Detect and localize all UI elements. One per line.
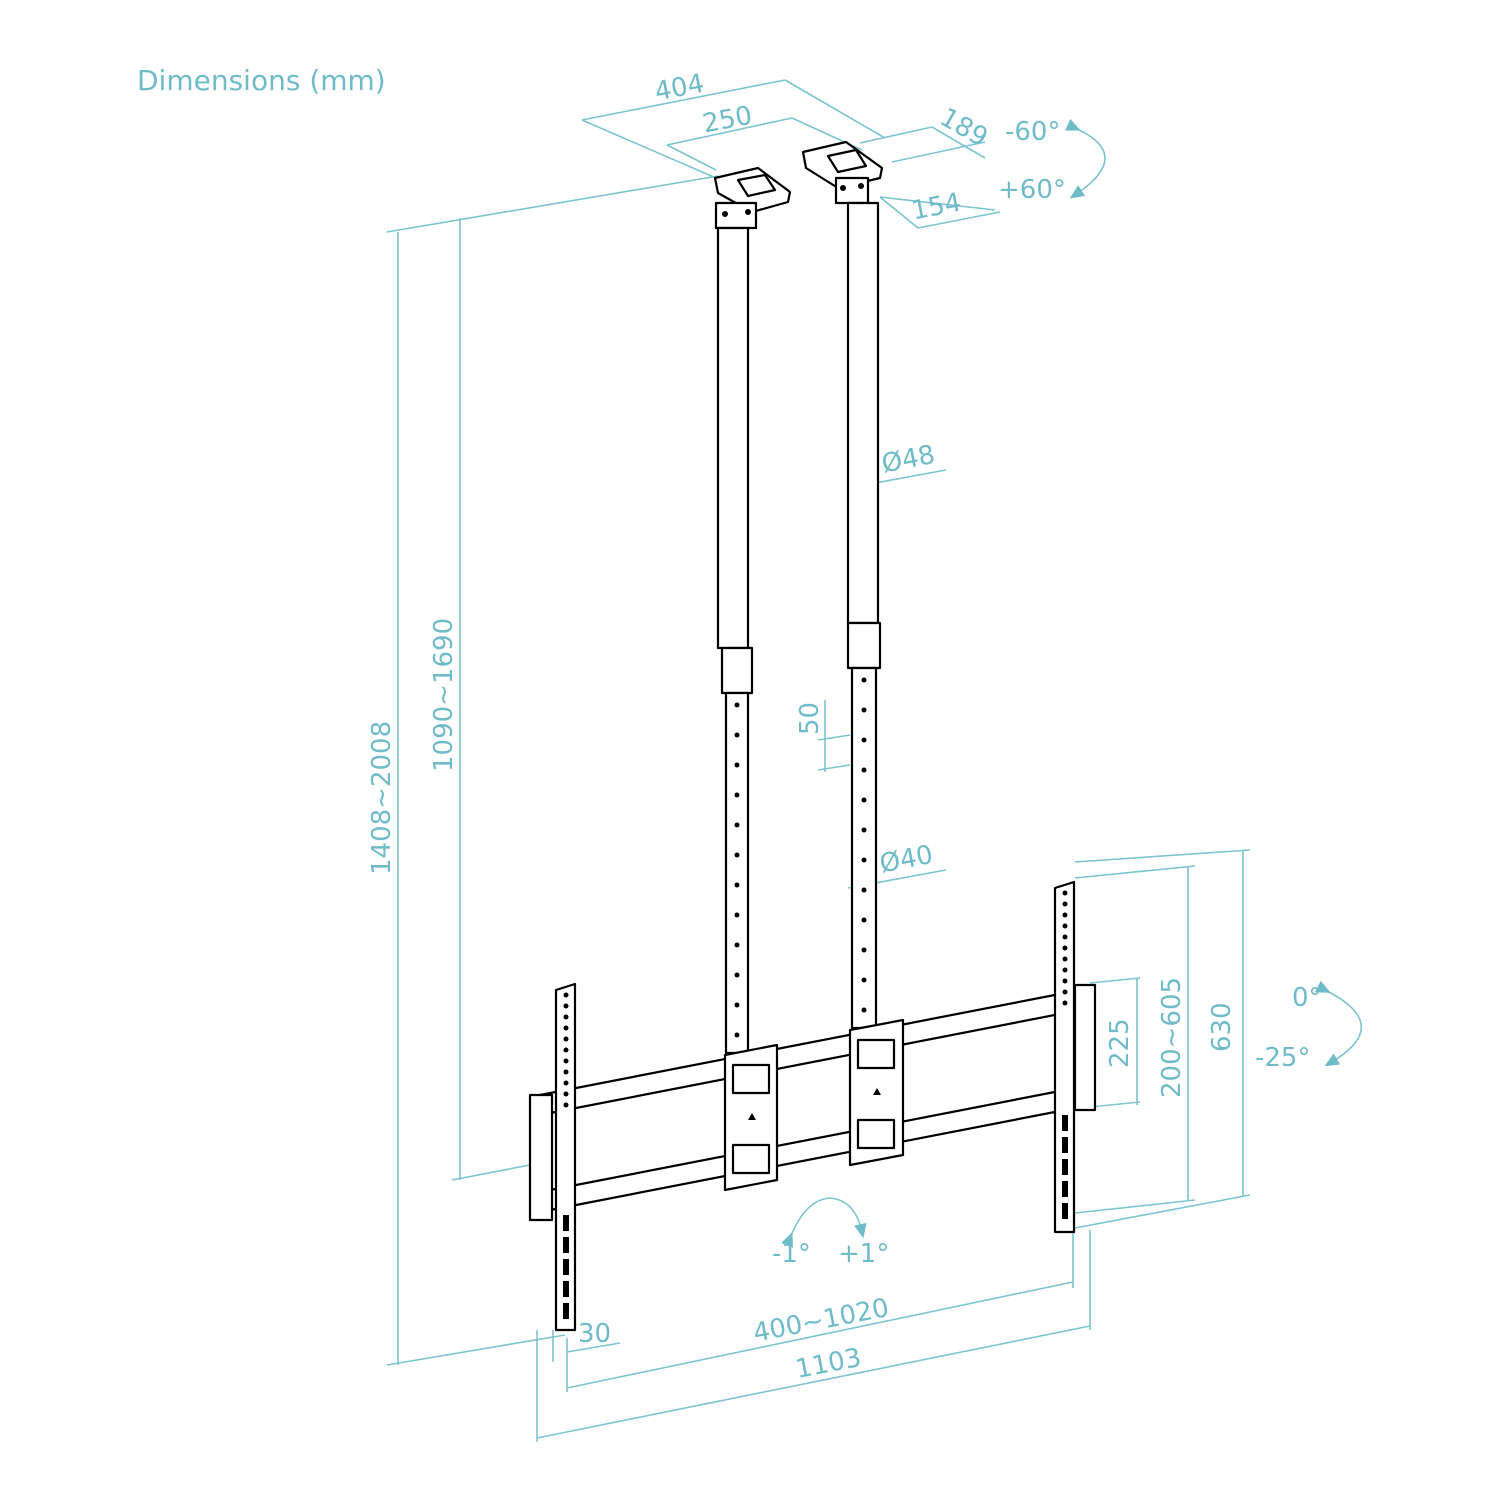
horizontal-rails — [538, 991, 1067, 1214]
label-arm-height: 630 — [1207, 1002, 1237, 1052]
label-swivel-neg: -60° — [1005, 117, 1060, 147]
pole-hole — [734, 792, 740, 798]
bracket-hole — [563, 1047, 569, 1053]
pole-hole — [861, 827, 867, 833]
pole-hole — [734, 942, 740, 948]
pole-hole — [861, 947, 867, 953]
bracket-hole — [563, 992, 569, 998]
pole-hole — [734, 1032, 740, 1038]
bracket-hole — [563, 1014, 569, 1020]
pole-hole — [861, 857, 867, 863]
pole-hole — [734, 762, 740, 768]
dimension-labels: 404 250 189 154 -60° +60° Ø48 Ø40 50 140… — [367, 69, 1322, 1385]
bracket-hole — [1062, 890, 1068, 896]
pole-hole — [734, 912, 740, 918]
pole-hole — [734, 732, 740, 738]
bracket-slot — [563, 1237, 569, 1253]
label-arm-spacing: 225 — [1105, 1018, 1135, 1068]
bracket-hole — [1062, 978, 1068, 984]
pole-hole — [861, 977, 867, 983]
pole-hole — [861, 1007, 867, 1013]
label-vesa-vertical: 200~605 — [1157, 977, 1187, 1098]
bracket-hole — [1062, 1000, 1068, 1006]
pole-hole — [734, 972, 740, 978]
bracket-hole — [1062, 901, 1068, 907]
bracket-hole — [563, 1025, 569, 1031]
pole-hole — [861, 767, 867, 773]
bracket-hole — [1062, 945, 1068, 951]
bracket-hole — [1062, 923, 1068, 929]
label-tilt-neg: -25° — [1255, 1043, 1310, 1073]
bracket-hole — [1062, 912, 1068, 918]
label-plate-depth-inner: 250 — [700, 101, 754, 140]
label-tilt-zero: 0° — [1292, 983, 1322, 1013]
left-vertical-bracket — [528, 982, 577, 1332]
bracket-hole — [563, 1091, 569, 1097]
bracket-slot — [563, 1281, 569, 1297]
pole-hole — [734, 1002, 740, 1008]
bracket-hole — [563, 1069, 569, 1075]
label-overall-width: 1103 — [793, 1343, 864, 1385]
pole-hole — [861, 797, 867, 803]
label-plate-depth: 404 — [652, 69, 706, 108]
label-bracket-offset: 30 — [578, 1319, 611, 1349]
dimension-lines — [386, 79, 1363, 1442]
label-level-pos: +1° — [838, 1239, 889, 1269]
bracket-hole — [563, 1003, 569, 1009]
bracket-slot — [563, 1259, 569, 1275]
right-pole — [846, 201, 882, 1030]
label-pole-height: 1090~1690 — [429, 618, 459, 772]
label-vesa-horizontal: 400~1020 — [751, 1293, 892, 1349]
bracket-slot — [1062, 1159, 1068, 1175]
right-ceiling-plate — [801, 140, 884, 205]
pole-hole — [734, 882, 740, 888]
label-level-neg: -1° — [772, 1239, 811, 1269]
bracket-hole — [1062, 989, 1068, 995]
left-ceiling-plate — [713, 166, 792, 230]
bracket-slot — [1062, 1203, 1068, 1219]
label-overall-height: 1408~2008 — [367, 721, 397, 875]
bracket-slot — [563, 1303, 569, 1319]
right-vertical-bracket — [1053, 880, 1097, 1234]
label-swivel-pos: +60° — [998, 175, 1066, 205]
bracket-hole — [563, 1058, 569, 1064]
left-pole — [716, 226, 754, 1055]
pole-hole — [861, 707, 867, 713]
bracket-slot — [1062, 1181, 1068, 1197]
bracket-hole — [1062, 934, 1068, 940]
bracket-hole — [563, 1036, 569, 1042]
left-mount-plate — [723, 1043, 779, 1192]
bracket-hole — [1062, 967, 1068, 973]
bracket-hole — [563, 1102, 569, 1108]
bracket-hole — [563, 1080, 569, 1086]
pole-hole — [861, 917, 867, 923]
label-hole-spacing: 50 — [795, 702, 825, 735]
bracket-slot — [1062, 1137, 1068, 1153]
pole-hole — [734, 852, 740, 858]
pole-hole — [734, 822, 740, 828]
bracket-slot — [563, 1215, 569, 1231]
pole-hole — [861, 677, 867, 683]
right-mount-plate — [848, 1018, 905, 1167]
pole-hole — [734, 702, 740, 708]
bracket-hole — [1062, 956, 1068, 962]
pole-hole — [861, 737, 867, 743]
diagram-title: Dimensions (mm) — [137, 64, 386, 97]
pole-hole — [861, 887, 867, 893]
bracket-slot — [1062, 1115, 1068, 1131]
mount-drawing — [528, 140, 1097, 1332]
